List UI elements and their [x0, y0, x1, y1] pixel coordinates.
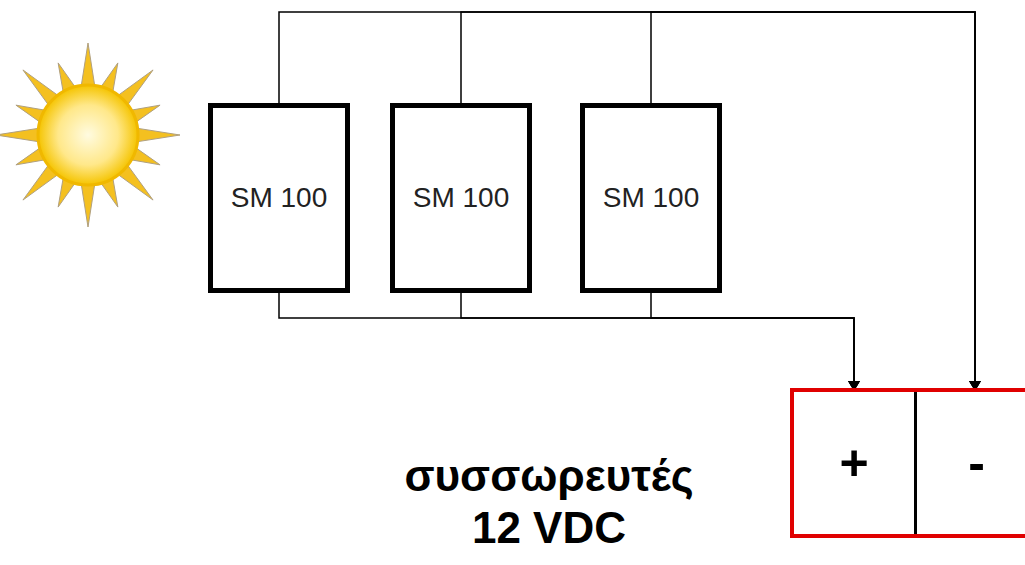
sun-ray	[81, 43, 96, 90]
wire	[461, 293, 854, 391]
panel-label: SM 100	[603, 182, 700, 214]
sun-ray	[133, 128, 180, 143]
negative-terminal: -	[914, 392, 1025, 534]
wire	[279, 12, 975, 391]
solar-panel: SM 100	[390, 103, 532, 293]
sun-illustration	[0, 0, 200, 260]
panel-label: SM 100	[231, 182, 328, 214]
sun-ray	[81, 180, 96, 227]
solar-panel: SM 100	[580, 103, 722, 293]
wire	[461, 12, 975, 391]
solar-panel: SM 100	[208, 103, 350, 293]
terminal-sign: -	[968, 434, 985, 492]
battery-label: συσσωρευτές 12 VDC	[389, 450, 709, 554]
terminal-sign: +	[839, 434, 868, 492]
sun-ray	[0, 128, 43, 143]
battery: συσσωρευτές 12 VDC+-	[790, 388, 1025, 538]
wire	[279, 293, 854, 391]
panel-label: SM 100	[413, 182, 510, 214]
wire	[651, 293, 854, 391]
positive-terminal: +	[794, 392, 914, 534]
